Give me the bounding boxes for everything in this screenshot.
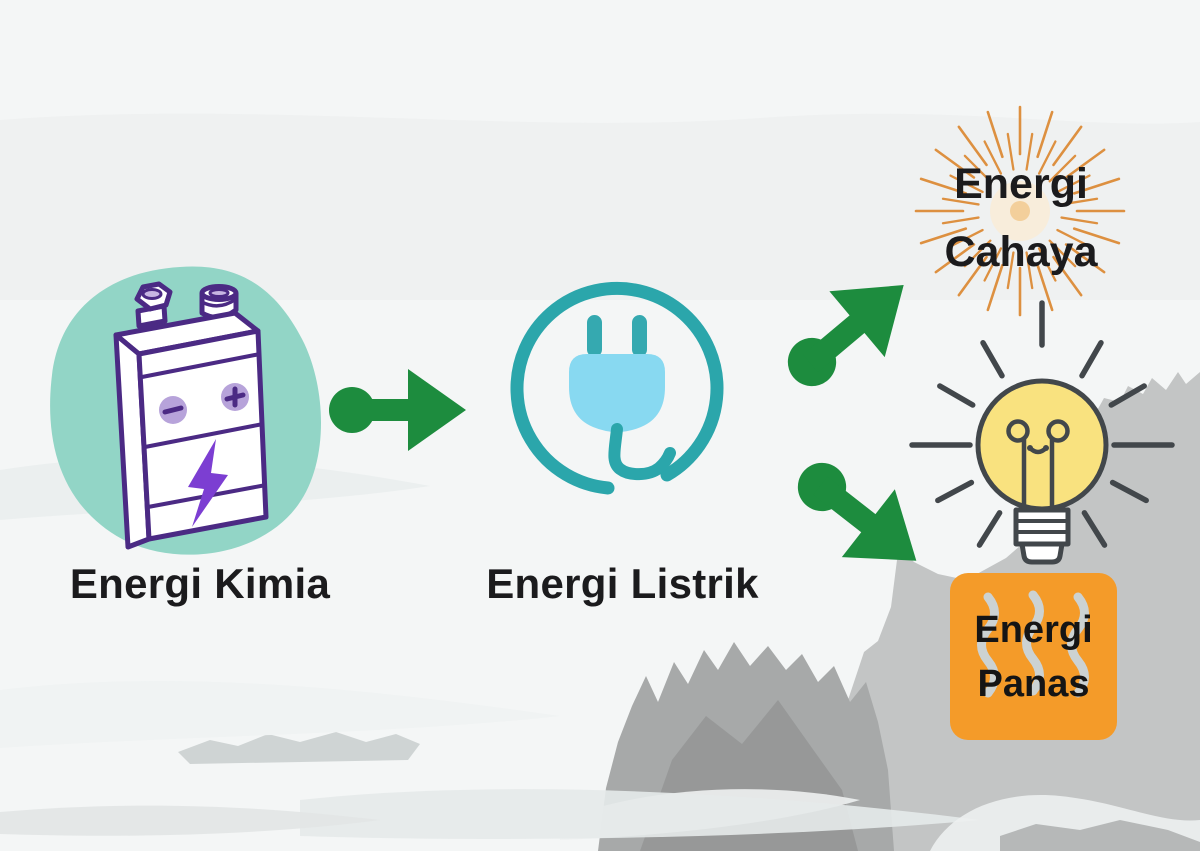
battery-icon	[50, 266, 321, 555]
plug-prongs	[587, 315, 647, 357]
left-rocks	[178, 732, 420, 764]
lightning-bolt-icon	[188, 439, 228, 527]
light-energy-label: Energi Cahaya	[905, 150, 1137, 286]
bulb-base	[1013, 507, 1071, 547]
chemical-energy-label: Energi Kimia	[69, 560, 331, 607]
light-energy-label-line2: Cahaya	[944, 228, 1098, 276]
wave-streak-1	[0, 680, 560, 748]
wave-streak-3	[0, 805, 380, 836]
mist-band	[0, 113, 1200, 300]
arrow-right-icon	[329, 369, 466, 451]
bulb-rays	[909, 300, 1175, 548]
bulb-globe	[975, 378, 1109, 512]
bulb-base-cap	[1019, 541, 1065, 565]
sunburst-core	[1010, 201, 1030, 221]
battery-body	[113, 281, 269, 550]
bottom-right-rocks	[1000, 820, 1200, 851]
light-energy-label-line1: Energi	[954, 160, 1088, 208]
light-burst-icon	[895, 86, 1145, 336]
light-bulb-icon	[909, 300, 1175, 565]
plug-cord	[608, 423, 676, 481]
plug-body	[569, 354, 665, 432]
wave-streak-2	[300, 789, 980, 839]
electrical-energy-label: Energi Listrik	[486, 560, 759, 607]
power-plug-icon	[510, 281, 724, 495]
heat-waves-icon	[977, 590, 1089, 698]
heat-wave-lines	[977, 590, 1089, 698]
plug-ring	[510, 281, 724, 495]
heat-energy-label-line2: Panas	[977, 662, 1090, 705]
bulb-outline-group	[975, 378, 1109, 565]
heat-energy-label-line1: Energi	[974, 608, 1093, 651]
heat-energy-node: Energi Panas	[950, 573, 1117, 740]
